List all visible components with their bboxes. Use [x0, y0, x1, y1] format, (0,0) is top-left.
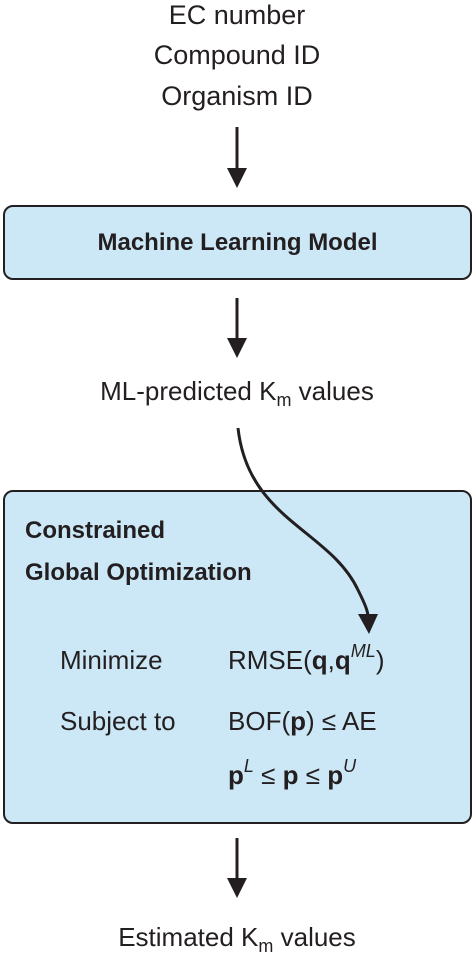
bound-p-upper: p: [327, 760, 344, 790]
ml-model-box: Machine Learning Model: [3, 205, 472, 280]
arrow-inputs-to-ml-head: [227, 168, 247, 188]
upper-bound-superscript: U: [343, 756, 357, 776]
objective-expression: RMSE(q,qML): [228, 642, 385, 675]
input-organism-id: Organism ID: [161, 81, 313, 111]
objective-ml-superscript: ML: [350, 641, 376, 661]
final-output-suffix: values: [273, 922, 356, 952]
constraint-bounds: pL ≤ p ≤ pU: [228, 757, 356, 790]
objective-prefix: RMSE(: [228, 645, 312, 675]
bound-le-1: ≤: [253, 760, 283, 790]
subject-to-label: Subject to: [60, 706, 176, 736]
objective-q-ml: q: [334, 645, 351, 675]
optimization-box: Constrained Global Optimization Minimize…: [3, 490, 472, 824]
objective-q: q: [311, 645, 328, 675]
final-output-prefix: Estimated K: [118, 922, 259, 952]
bound-le-2: ≤: [298, 760, 328, 790]
optimization-title-line2: Global Optimization: [25, 559, 252, 586]
ml-output-subscript: m: [276, 390, 292, 410]
ml-output-prefix: ML-predicted K: [100, 376, 277, 406]
estimated-km-label: Estimated Km values: [0, 922, 474, 955]
constraint-bof: BOF(p) ≤ AE: [228, 708, 377, 734]
ml-model-label: Machine Learning Model: [97, 229, 378, 256]
ml-predicted-km-label: ML-predicted Km values: [0, 376, 474, 409]
objective-comma: ,: [327, 645, 335, 675]
input-ec-number: EC number: [168, 0, 306, 30]
minimize-label: Minimize: [60, 645, 163, 675]
constraint-bof-suffix: ) ≤ AE: [306, 706, 377, 736]
arrow-optimization-to-estimated-head: [227, 878, 247, 898]
constraint-bof-prefix: BOF(: [228, 706, 291, 736]
arrow-ml-to-predicted-head: [227, 338, 247, 358]
lower-bound-superscript: L: [243, 756, 254, 776]
arrow-predicted-to-objective-head: [358, 614, 378, 634]
objective-suffix: ): [375, 645, 385, 675]
bound-p-lower: p: [228, 760, 244, 790]
ml-output-suffix: values: [291, 376, 374, 406]
final-output-subscript: m: [258, 936, 274, 956]
bound-p: p: [282, 760, 299, 790]
constraint-bof-p: p: [290, 706, 306, 736]
optimization-title-line1: Constrained: [25, 517, 166, 544]
input-compound-id: Compound ID: [153, 40, 321, 70]
arrow-predicted-to-objective-curve: [236, 427, 370, 618]
